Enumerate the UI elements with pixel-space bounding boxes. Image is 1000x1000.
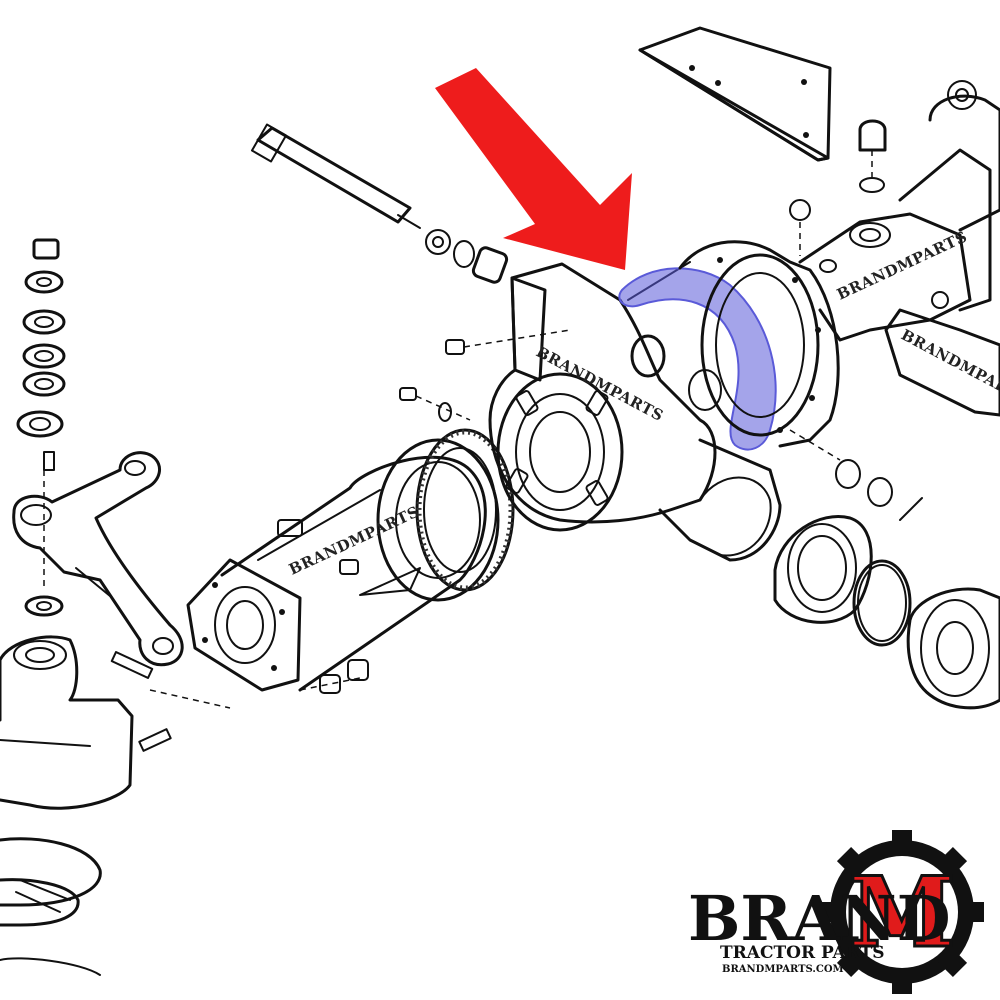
logo-letter-m: M	[849, 856, 955, 969]
washer-stack	[16, 238, 66, 617]
gear-icon	[820, 830, 984, 994]
steering-housing	[0, 635, 134, 976]
red-arrow-icon	[435, 68, 632, 270]
housing-bolts	[110, 651, 231, 752]
king-pin-shaft	[250, 123, 509, 284]
differential-case	[488, 261, 782, 562]
small-fittings	[399, 329, 571, 422]
square-flange	[186, 558, 302, 692]
dotted-gasket	[415, 428, 515, 592]
brand-m-logo: M BRAND TRACTOR PARTS BRANDMPARTS.COM	[688, 830, 984, 994]
watermark: BRANDMPARTS	[286, 502, 422, 578]
logo-tagline: TRACTOR PARTS	[720, 943, 885, 963]
mounting-plate	[638, 26, 832, 162]
flange-housing	[678, 199, 840, 448]
right-rings	[773, 429, 1000, 710]
right-axle-housing	[798, 80, 1000, 417]
watermark: BRANDMPARTS	[834, 227, 970, 303]
logo-url: BRANDMPARTS.COM	[722, 964, 844, 975]
steering-arm	[12, 451, 184, 667]
logo-word: BRAND	[688, 882, 950, 955]
gasket-highlight	[618, 267, 777, 451]
